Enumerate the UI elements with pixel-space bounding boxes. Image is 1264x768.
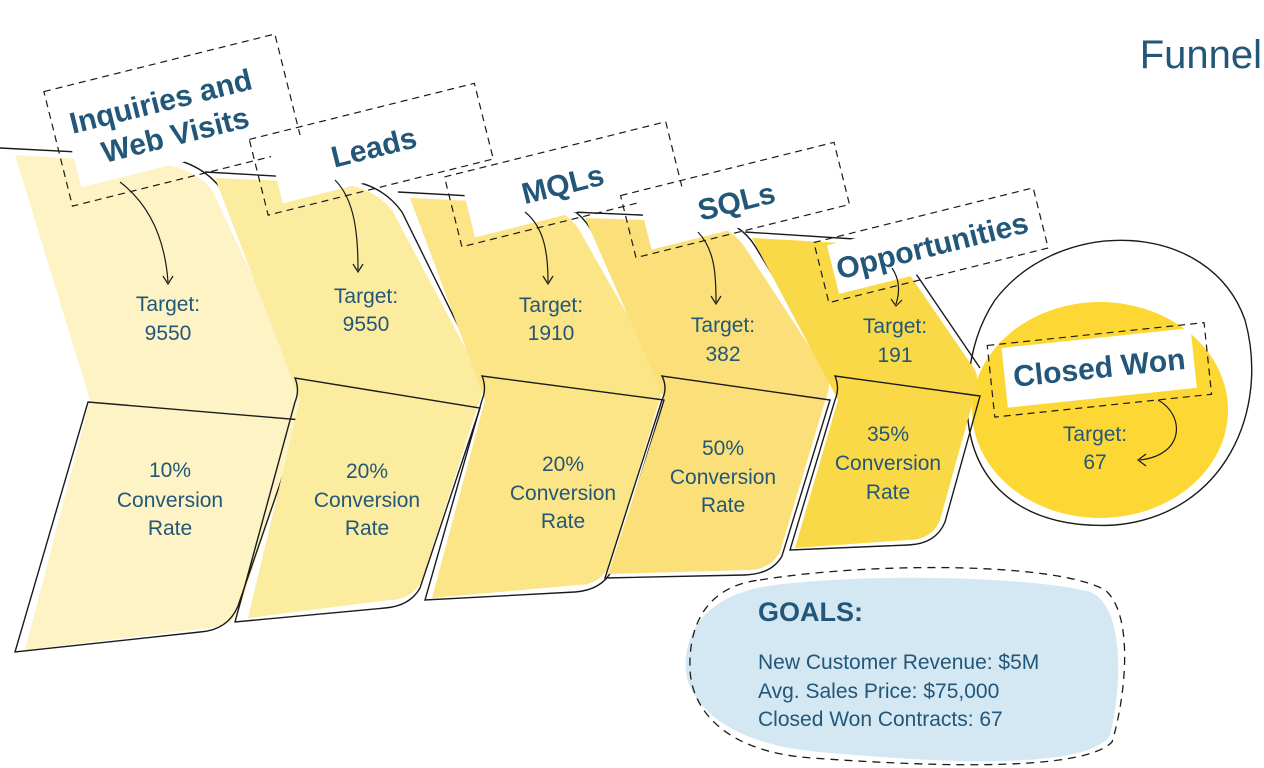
stage-5-texts: Target: 191 35% Conversion Rate bbox=[835, 315, 941, 504]
label-box-sqls: SQLs bbox=[619, 141, 851, 259]
label-box-closed-won: Closed Won bbox=[986, 322, 1213, 418]
diagram-title: Funnel bbox=[1140, 33, 1262, 77]
label-box-opportunities-dashed bbox=[813, 187, 1049, 304]
stage-4-target-label: Target: bbox=[691, 314, 755, 337]
stage-2-chevron bbox=[215, 178, 482, 618]
stage-3-chevron bbox=[410, 198, 663, 598]
label-box-inquiries-dashed bbox=[43, 33, 305, 207]
arrow-stage-2 bbox=[334, 179, 359, 271]
stage-2-texts: Target: 9550 20% Conversion Rate bbox=[314, 285, 420, 540]
label-box-mqls: MQLs bbox=[443, 121, 684, 248]
stage-2-conversion-line-1: Conversion bbox=[314, 489, 420, 512]
closed-won-target-value: 67 bbox=[1083, 451, 1106, 474]
stage-1-target-label: Target: bbox=[136, 293, 200, 316]
arrow-closed-won bbox=[1139, 399, 1177, 461]
stage-1-texts: Target: 9550 10% Conversion Rate bbox=[117, 293, 223, 540]
stage-4-conversion-pct: 50% bbox=[702, 437, 744, 460]
arrow-head-stage-3 bbox=[542, 275, 554, 286]
stage-2-target-value: 9550 bbox=[343, 313, 390, 336]
stage-1-conversion-pct: 10% bbox=[149, 459, 191, 482]
goal-line-revenue: New Customer Revenue: $5M bbox=[758, 651, 1039, 674]
label-box-leads-dashed bbox=[248, 82, 494, 216]
arrow-stage-4 bbox=[697, 231, 717, 303]
stage-1-conversion-line-2: Rate bbox=[148, 517, 192, 540]
goals-panel: GOALS: New Customer Revenue: $5M Avg. Sa… bbox=[685, 566, 1126, 766]
arrow-stage-3 bbox=[524, 211, 549, 283]
stage-1-target-value: 9550 bbox=[145, 322, 192, 345]
goals-blob bbox=[685, 577, 1119, 762]
stage-3-target-value: 1910 bbox=[528, 322, 575, 345]
closed-won-texts: Target: 67 bbox=[1063, 423, 1127, 474]
stage-4-conversion-line-2: Rate bbox=[701, 494, 745, 517]
stage-2-conversion-pct: 20% bbox=[346, 460, 388, 483]
stage-1-conversion-line-1: Conversion bbox=[117, 489, 223, 512]
label-box-inquiries-bg bbox=[58, 50, 272, 188]
arrow-head-closed-won bbox=[1137, 453, 1147, 467]
goals-heading: GOALS: bbox=[758, 597, 863, 627]
stage-4-texts: Target: 382 50% Conversion Rate bbox=[670, 314, 776, 517]
stage-5-conversion-line-2: Rate bbox=[866, 481, 910, 504]
goal-line-contracts: Closed Won Contracts: 67 bbox=[758, 708, 1003, 731]
stage-2-conversion-line-2: Rate bbox=[345, 517, 389, 540]
arrow-head-stage-5 bbox=[890, 298, 903, 307]
label-box-closed-won-bg bbox=[1001, 328, 1197, 408]
arrow-stage-5 bbox=[891, 267, 900, 305]
stage-5-conversion-pct: 35% bbox=[867, 423, 909, 446]
stage-3-conversion-pct: 20% bbox=[542, 453, 584, 476]
goals-blob-dashed-outline bbox=[689, 566, 1126, 766]
arrow-head-stage-1 bbox=[162, 275, 174, 286]
stage-5-target-value: 191 bbox=[877, 344, 912, 367]
closed-won-target-label: Target: bbox=[1063, 423, 1127, 446]
label-box-leads: Leads bbox=[248, 82, 494, 216]
label-box-mqls-dashed bbox=[443, 121, 684, 248]
label-box-opportunities-bg bbox=[826, 197, 1034, 294]
arrow-head-stage-4 bbox=[710, 295, 722, 306]
arrow-stage-1 bbox=[119, 181, 169, 283]
goal-line-avg-price: Avg. Sales Price: $75,000 bbox=[758, 680, 999, 703]
connector-arrows bbox=[119, 179, 1177, 467]
stage-2-target-label: Target: bbox=[334, 285, 398, 308]
stage-3-target-label: Target: bbox=[519, 294, 583, 317]
stage-4-target-value: 382 bbox=[705, 343, 740, 366]
stage-4-chevron bbox=[585, 218, 829, 574]
stage-5-chevron bbox=[752, 238, 978, 548]
stage-4-conversion-line-1: Conversion bbox=[670, 466, 776, 489]
label-box-leads-bg bbox=[267, 97, 468, 204]
stage-1-chevron bbox=[15, 155, 306, 650]
stage-5-target-label: Target: bbox=[863, 315, 927, 338]
stage-5-conversion-line-1: Conversion bbox=[835, 452, 941, 475]
label-box-sqls-dashed bbox=[619, 141, 851, 259]
label-box-opportunities: Opportunities bbox=[813, 187, 1049, 304]
stage-3-texts: Target: 1910 20% Conversion Rate bbox=[510, 294, 616, 533]
stage-3-conversion-line-1: Conversion bbox=[510, 482, 616, 505]
label-box-mqls-bg bbox=[460, 135, 660, 238]
arrow-head-stage-2 bbox=[352, 263, 364, 274]
stage-3-conversion-line-2: Rate bbox=[541, 510, 585, 533]
label-box-sqls-bg bbox=[638, 153, 827, 250]
label-box-closed-won-dashed bbox=[986, 322, 1213, 418]
